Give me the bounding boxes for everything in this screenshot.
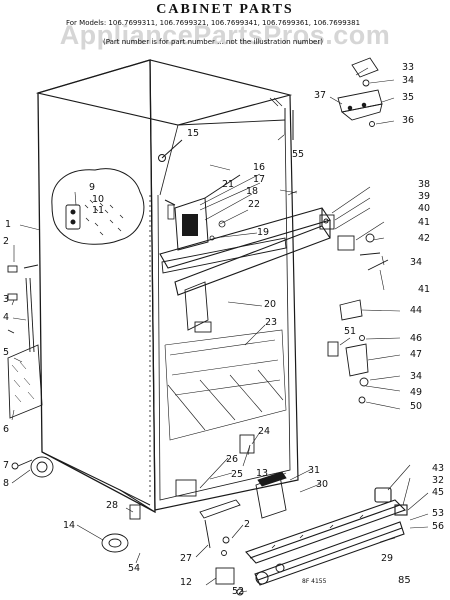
callout-28: 28	[106, 500, 119, 511]
callout-4: 4	[3, 312, 10, 323]
page-title: CABINET PARTS	[156, 2, 294, 17]
callout-12: 12	[180, 577, 193, 588]
part-number-note: (Part number is for part number ... not …	[103, 38, 323, 46]
callout-19: 19	[257, 227, 270, 238]
callout-9: 9	[89, 182, 96, 193]
callout-34-bottom: 34	[410, 371, 423, 382]
callout-43: 43	[432, 463, 445, 474]
page-number: 85	[398, 575, 411, 586]
callout-25: 25	[231, 469, 244, 480]
callout-41-lower: 41	[418, 284, 431, 295]
caster-and-leg-parts	[101, 533, 244, 596]
callout-55: 55	[292, 149, 305, 160]
callout-13: 13	[256, 468, 269, 479]
callout-2: 2	[3, 236, 10, 247]
callout-33: 33	[402, 62, 415, 73]
callout-42: 42	[418, 233, 431, 244]
callout-40: 40	[418, 203, 431, 214]
hinge-inset-bubble	[51, 168, 145, 245]
callout-53: 53	[432, 508, 445, 519]
callout-6: 6	[3, 424, 10, 435]
callout-7: 7	[3, 460, 10, 471]
callout-38: 38	[418, 179, 431, 190]
callout-17: 17	[253, 174, 266, 185]
center-hinge-parts	[327, 233, 389, 404]
callout-22: 22	[248, 199, 261, 210]
callout-34-top: 34	[402, 75, 415, 86]
callout-1: 1	[5, 219, 12, 230]
callout-54: 54	[128, 563, 141, 574]
watermark-text: AppliancePartsPros.com	[59, 20, 391, 50]
callout-3: 3	[3, 294, 10, 305]
callout-37: 37	[314, 90, 327, 101]
callout-45: 45	[432, 487, 445, 498]
callout-8: 8	[3, 478, 10, 489]
screw-15	[158, 139, 183, 162]
callout-50: 50	[410, 401, 423, 412]
left-side-parts	[7, 264, 54, 478]
cabinet-body	[35, 59, 299, 514]
callout-44: 44	[410, 305, 423, 316]
callout-5: 5	[3, 347, 10, 358]
callout-24: 24	[258, 426, 271, 437]
callout-41-upper: 41	[418, 217, 431, 228]
callout-39: 39	[418, 191, 431, 202]
callout-35: 35	[402, 92, 415, 103]
bottom-front-parts	[129, 434, 287, 556]
leader-lines	[11, 67, 429, 593]
callout-49: 49	[410, 387, 423, 398]
control-housing	[164, 174, 241, 333]
cross-brace	[159, 207, 335, 296]
callout-30: 30	[316, 479, 329, 490]
top-hinge-parts	[337, 57, 383, 127]
callout-47: 47	[410, 349, 423, 360]
callout-32: 32	[432, 475, 445, 486]
callout-11: 11	[92, 205, 105, 216]
callout-15: 15	[187, 128, 200, 139]
callout-31: 31	[308, 465, 321, 476]
callout-10: 10	[92, 194, 105, 205]
callout-36: 36	[402, 115, 415, 126]
callout-16: 16	[253, 162, 266, 173]
base-trim-rails	[245, 487, 408, 586]
callout-20: 20	[264, 299, 277, 310]
callout-21: 21	[222, 179, 235, 190]
callout-29: 29	[381, 553, 394, 564]
callout-27: 27	[180, 553, 193, 564]
figure-code: 8F 4155	[302, 578, 327, 585]
callout-26: 26	[226, 454, 239, 465]
callout-52: 52	[232, 586, 245, 597]
callout-51: 51	[344, 326, 357, 337]
callout-34-middle: 34	[410, 257, 423, 268]
callout-46: 46	[410, 333, 423, 344]
callout-23: 23	[265, 317, 278, 328]
callout-18: 18	[246, 186, 259, 197]
callout-14: 14	[63, 520, 76, 531]
model-list: For Models: 106.7699311, 106.7699321, 10…	[66, 19, 361, 27]
callout-56: 56	[432, 521, 445, 532]
callout-2-lower: 2	[244, 519, 251, 530]
